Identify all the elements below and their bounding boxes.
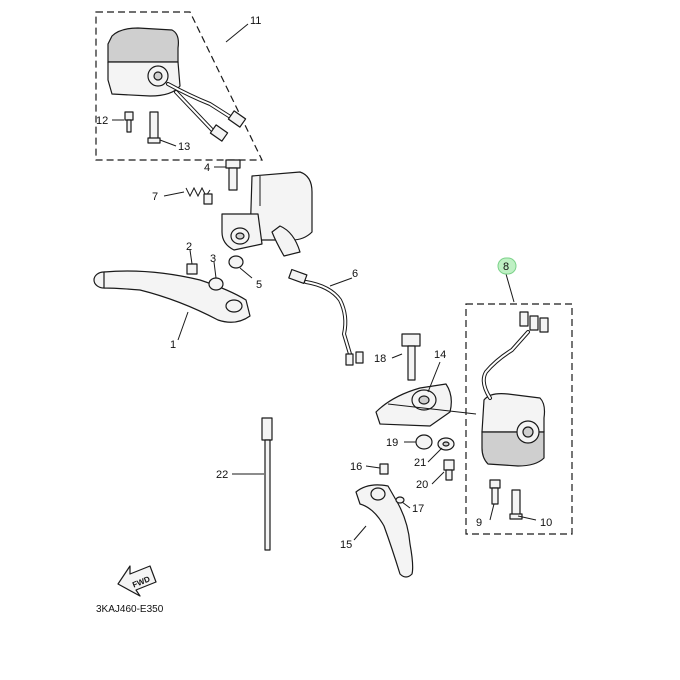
handlebar-switch-left[interactable]	[107, 27, 247, 142]
nut-5[interactable]	[228, 255, 244, 269]
callout-19: 19	[386, 437, 398, 449]
callout-10: 10	[540, 517, 552, 529]
screw-20[interactable]	[443, 459, 455, 481]
screw-10[interactable]	[509, 489, 523, 520]
callout-13: 13	[178, 141, 190, 153]
washer-21[interactable]	[437, 437, 455, 451]
screw-12[interactable]	[124, 111, 134, 133]
callout-1: 1	[170, 339, 176, 351]
master-cylinder[interactable]	[221, 171, 313, 257]
nut-19[interactable]	[415, 434, 433, 450]
callout-5: 5	[256, 279, 262, 291]
callout-8: 8	[503, 261, 509, 273]
callout-2: 2	[186, 241, 192, 253]
switch-right-group-box	[465, 303, 573, 535]
callout-6: 6	[352, 268, 358, 280]
callout-16: 16	[350, 461, 362, 473]
handlebar-switch-right[interactable]	[481, 311, 549, 467]
diagram-code: 3KAJ460-E350	[96, 604, 164, 615]
callout-4: 4	[204, 162, 210, 174]
callout-20: 20	[416, 479, 428, 491]
callout-21: 21	[414, 457, 426, 469]
fwd-arrow: FWD	[117, 565, 157, 597]
brake-lever[interactable]	[355, 484, 414, 578]
callout-17: 17	[412, 503, 424, 515]
spring-7[interactable]	[185, 186, 213, 205]
lever-holder[interactable]	[375, 383, 477, 427]
screw-13[interactable]	[147, 111, 161, 144]
callout-22: 22	[216, 469, 228, 481]
callout-18: 18	[374, 353, 386, 365]
cable-tie[interactable]	[261, 417, 273, 551]
callout-7: 7	[152, 191, 158, 203]
bolt-4[interactable]	[225, 159, 241, 191]
callout-8-highlight	[497, 257, 517, 275]
bolt-2[interactable]	[186, 263, 198, 275]
pin-16[interactable]	[379, 463, 389, 475]
callout-11: 11	[250, 15, 261, 27]
callout-15: 15	[340, 539, 352, 551]
nut-3[interactable]	[208, 277, 224, 291]
callout-numbers: 11 12 13 4 7 2 3 5 6 8 9 10 18 14 19 21 …	[96, 15, 552, 551]
clip-17[interactable]	[395, 496, 405, 504]
switch-left-group-box	[95, 11, 263, 161]
callout-3: 3	[210, 253, 216, 265]
leader-lines	[112, 23, 537, 541]
bolt-18[interactable]	[401, 333, 421, 381]
callout-14: 14	[434, 349, 446, 361]
screw-9[interactable]	[489, 479, 501, 505]
callout-12: 12	[96, 115, 108, 127]
clutch-lever[interactable]	[93, 270, 251, 323]
brake-switch-cable[interactable]	[288, 268, 364, 366]
callout-9: 9	[476, 517, 482, 529]
